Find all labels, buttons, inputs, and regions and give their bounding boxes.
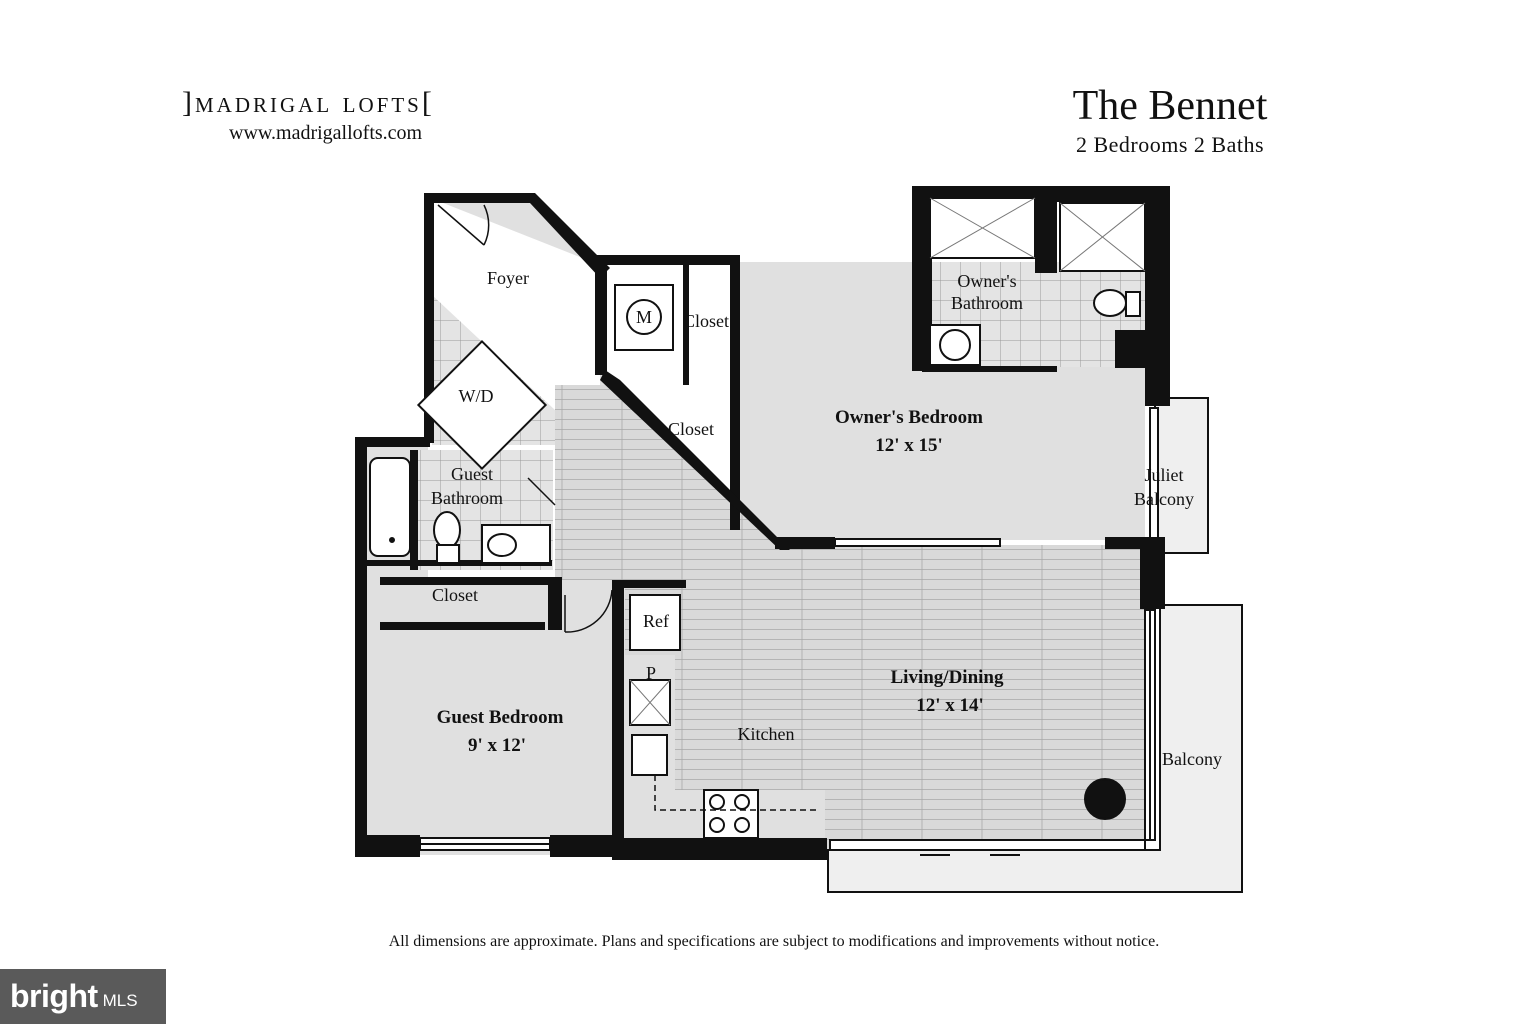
windows	[419, 407, 1159, 851]
walls	[355, 186, 1170, 860]
brand-name: ]madrigal lofts[	[182, 86, 435, 119]
plan-subtitle: 2 Bedrooms 2 Baths	[1075, 132, 1265, 157]
mls-logo: bright MLS	[0, 969, 166, 1024]
label-owners-bath-1: Owner's	[957, 271, 1016, 291]
room-labels: Foyer W/D M Closet Closet Owner's Bathro…	[431, 268, 1222, 769]
label-owners-bedroom: Owner's Bedroom	[835, 407, 983, 428]
label-kitchen: Kitchen	[738, 724, 795, 744]
label-closet-guest: Closet	[432, 585, 478, 605]
label-guest-bath-1: Guest	[451, 464, 493, 484]
label-ref: Ref	[643, 611, 669, 631]
label-owners-bedroom-dims: 12' x 15'	[875, 435, 943, 456]
doors	[437, 204, 613, 633]
balconies	[827, 397, 1243, 893]
mls-brand: bright	[10, 978, 98, 1014]
plan-title: The Bennet	[1072, 83, 1268, 129]
label-living-dining: Living/Dining	[891, 667, 1004, 688]
label-pantry: P	[646, 663, 656, 683]
label-owners-bath-2: Bathroom	[951, 293, 1023, 313]
label-washer-dryer: W/D	[459, 386, 494, 406]
mls-suffix: MLS	[102, 990, 138, 1010]
label-closet-hall: Closet	[683, 311, 729, 331]
label-guest-bath-2: Bathroom	[431, 488, 503, 508]
label-juliet-1: Juliet	[1145, 465, 1184, 485]
disclaimer: All dimensions are approximate. Plans an…	[388, 933, 1160, 950]
label-living-dims: 12' x 14'	[916, 695, 984, 716]
label-juliet-2: Balcony	[1134, 489, 1194, 509]
fixtures	[369, 197, 1146, 856]
floor-areas	[358, 197, 1145, 855]
brand-url: www.madrigallofts.com	[229, 122, 423, 144]
label-guest-bedroom: Guest Bedroom	[437, 707, 564, 728]
label-foyer: Foyer	[487, 268, 529, 288]
label-guest-bedroom-dims: 9' x 12'	[468, 735, 526, 756]
label-balcony: Balcony	[1162, 749, 1222, 769]
label-closet-owner: Closet	[668, 419, 714, 439]
label-mech: M	[636, 307, 652, 327]
